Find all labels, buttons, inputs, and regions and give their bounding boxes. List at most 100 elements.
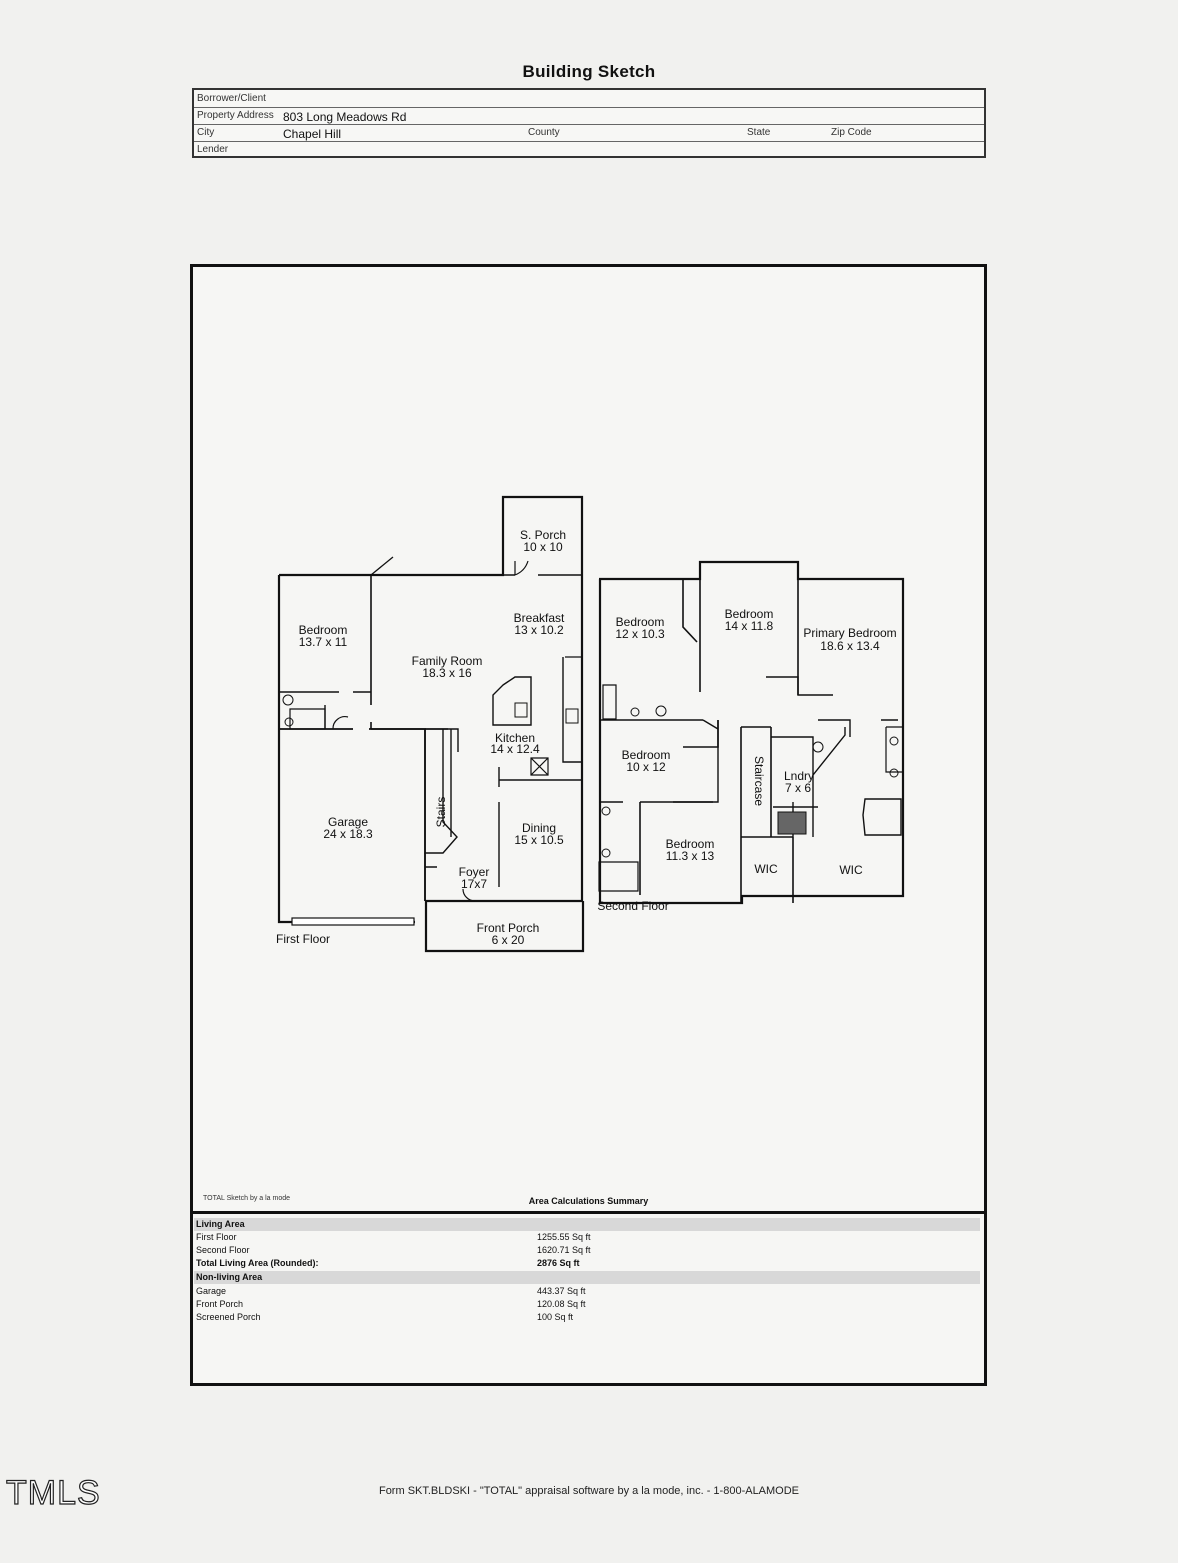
wic-walls	[740, 837, 794, 903]
garage-area-label: Garage	[196, 1286, 227, 1296]
front-porch-dim: 6 x 20	[492, 933, 525, 947]
vanity	[885, 726, 903, 773]
kitchen-counter	[562, 657, 582, 763]
bed2-dim: 14 x 11.8	[725, 619, 774, 633]
kitchen-island	[492, 676, 532, 726]
primary-hall-walls	[766, 676, 898, 737]
lender-row: Lender	[194, 141, 984, 158]
front-porch-row: Front Porch 120.08 Sq ft	[194, 1298, 980, 1311]
city-value: Chapel Hill	[283, 127, 342, 141]
wic1-name: WIC	[754, 862, 778, 876]
second-floor-label: Second Floor	[597, 899, 668, 913]
form-footer: Form SKT.BLDSKI - "TOTAL" appraisal soft…	[378, 1485, 800, 1497]
laundry-dim: 7 x 6	[785, 781, 811, 795]
bathtub	[289, 708, 326, 730]
sink-fixture	[282, 694, 294, 706]
foyer-name: Foyer	[459, 865, 490, 879]
second-floor-area-value: 1620.71 Sq ft	[537, 1245, 591, 1255]
bed3-dim: 10 x 12	[626, 760, 666, 774]
primary-toilet	[812, 741, 824, 753]
foyer-wall	[424, 853, 437, 901]
page-title: Building Sketch	[522, 62, 656, 81]
bed1-dim: 12 x 10.3	[615, 627, 665, 641]
county-label: County	[528, 127, 560, 138]
sketch-credit: TOTAL Sketch by a la mode	[203, 1195, 291, 1202]
vanity-sink-1	[889, 736, 899, 746]
sketch-frame: S. Porch 10 x 10 Bedroom 13.7 x 11 Famil…	[190, 264, 987, 1386]
front-porch-name: Front Porch	[477, 921, 540, 935]
total-living-label: Total Living Area (Rounded):	[196, 1258, 319, 1268]
garage-row: Garage 443.37 Sq ft	[194, 1285, 980, 1298]
first-floor-row: First Floor 1255.55 Sq ft	[194, 1231, 980, 1244]
first-floor-plan	[277, 495, 585, 953]
living-area-label: Living Area	[196, 1219, 245, 1229]
kitchen-name: Kitchen	[495, 731, 535, 745]
bed3-name: Bedroom	[622, 748, 671, 762]
corner-tub	[862, 798, 902, 836]
upper-toilet-2	[601, 848, 611, 858]
stairs-outline	[424, 729, 458, 854]
stairs-name: Stairs	[434, 797, 448, 828]
laundry-name: Lndry	[784, 769, 814, 783]
garage-door	[291, 917, 415, 926]
breakfast-name: Breakfast	[514, 611, 565, 625]
bed2-name: Bedroom	[725, 607, 774, 621]
city-label: City	[197, 127, 215, 138]
borrower-row: Borrower/Client	[194, 90, 984, 108]
bed1-name: Bedroom	[616, 615, 665, 629]
screened-porch-area-label: Screened Porch	[196, 1312, 261, 1322]
hvac-grid	[777, 811, 807, 835]
porch-door-swing	[514, 560, 529, 576]
city-row: City Chapel Hill County State Zip Code	[194, 124, 984, 142]
upper-bedroom-walls	[682, 562, 799, 695]
corner-wall	[370, 556, 394, 576]
sporch-name: S. Porch	[520, 528, 566, 542]
toilet-fixture	[284, 717, 294, 727]
upper-sink-2	[601, 806, 611, 816]
address-value: 803 Long Meadows Rd	[283, 110, 407, 124]
range	[565, 708, 579, 724]
wic2-name: WIC	[839, 863, 863, 877]
screened-porch-area-value: 100 Sq ft	[537, 1312, 574, 1322]
first-floor-label: First Floor	[276, 932, 330, 946]
garage-dim: 24 x 18.3	[323, 827, 373, 841]
garage-name: Garage	[328, 815, 368, 829]
primary-bedroom-dim: 18.6 x 13.4	[820, 639, 880, 653]
dining-name: Dining	[522, 821, 556, 835]
vent-box	[530, 757, 549, 776]
kitchen-dim: 14 x 12.4	[490, 742, 540, 756]
bedroom-name: Bedroom	[299, 623, 348, 637]
garage-door-swing	[332, 716, 349, 730]
bed4-name: Bedroom	[666, 837, 715, 851]
staircase-walls	[740, 726, 793, 838]
screened-porch-row: Screened Porch 100 Sq ft	[194, 1311, 980, 1324]
fridge	[565, 656, 583, 687]
first-floor-outline	[279, 495, 585, 953]
vanity-sink-2	[889, 768, 899, 778]
non-living-label: Non-living Area	[196, 1272, 263, 1282]
family-room-name: Family Room	[412, 654, 483, 668]
address-label: Property Address	[197, 110, 274, 121]
family-room-dim: 18.3 x 16	[422, 666, 472, 680]
foyer-dim: 17x7	[461, 877, 487, 891]
second-floor-area-label: Second Floor	[196, 1245, 250, 1255]
second-floor-plan	[598, 560, 905, 905]
non-living-header: Non-living Area	[194, 1271, 980, 1284]
first-floor-area-label: First Floor	[196, 1232, 237, 1242]
garage-area-value: 443.37 Sq ft	[537, 1286, 586, 1296]
bedroom-dim: 13.7 x 11	[299, 635, 348, 649]
front-porch-area-value: 120.08 Sq ft	[537, 1299, 586, 1309]
breakfast-dim: 13 x 10.2	[514, 623, 564, 637]
tmls-watermark: TMLS	[5, 1473, 101, 1512]
front-porch-area-label: Front Porch	[196, 1299, 244, 1309]
borrower-label: Borrower/Client	[197, 93, 266, 104]
bath-hall-wall	[673, 719, 719, 803]
total-living-row: Total Living Area (Rounded): 2876 Sq ft	[194, 1257, 980, 1270]
area-summary-table: Living Area First Floor 1255.55 Sq ft Se…	[190, 1211, 987, 1386]
bathtub-upper-1	[602, 684, 617, 720]
second-floor-row: Second Floor 1620.71 Sq ft	[194, 1244, 980, 1257]
floor-plan-diagram: S. Porch 10 x 10 Bedroom 13.7 x 11 Famil…	[276, 495, 905, 953]
stair-walls	[425, 728, 459, 837]
living-area-header: Living Area	[194, 1218, 980, 1231]
property-header-table: Borrower/Client Property Address 803 Lon…	[192, 88, 986, 158]
